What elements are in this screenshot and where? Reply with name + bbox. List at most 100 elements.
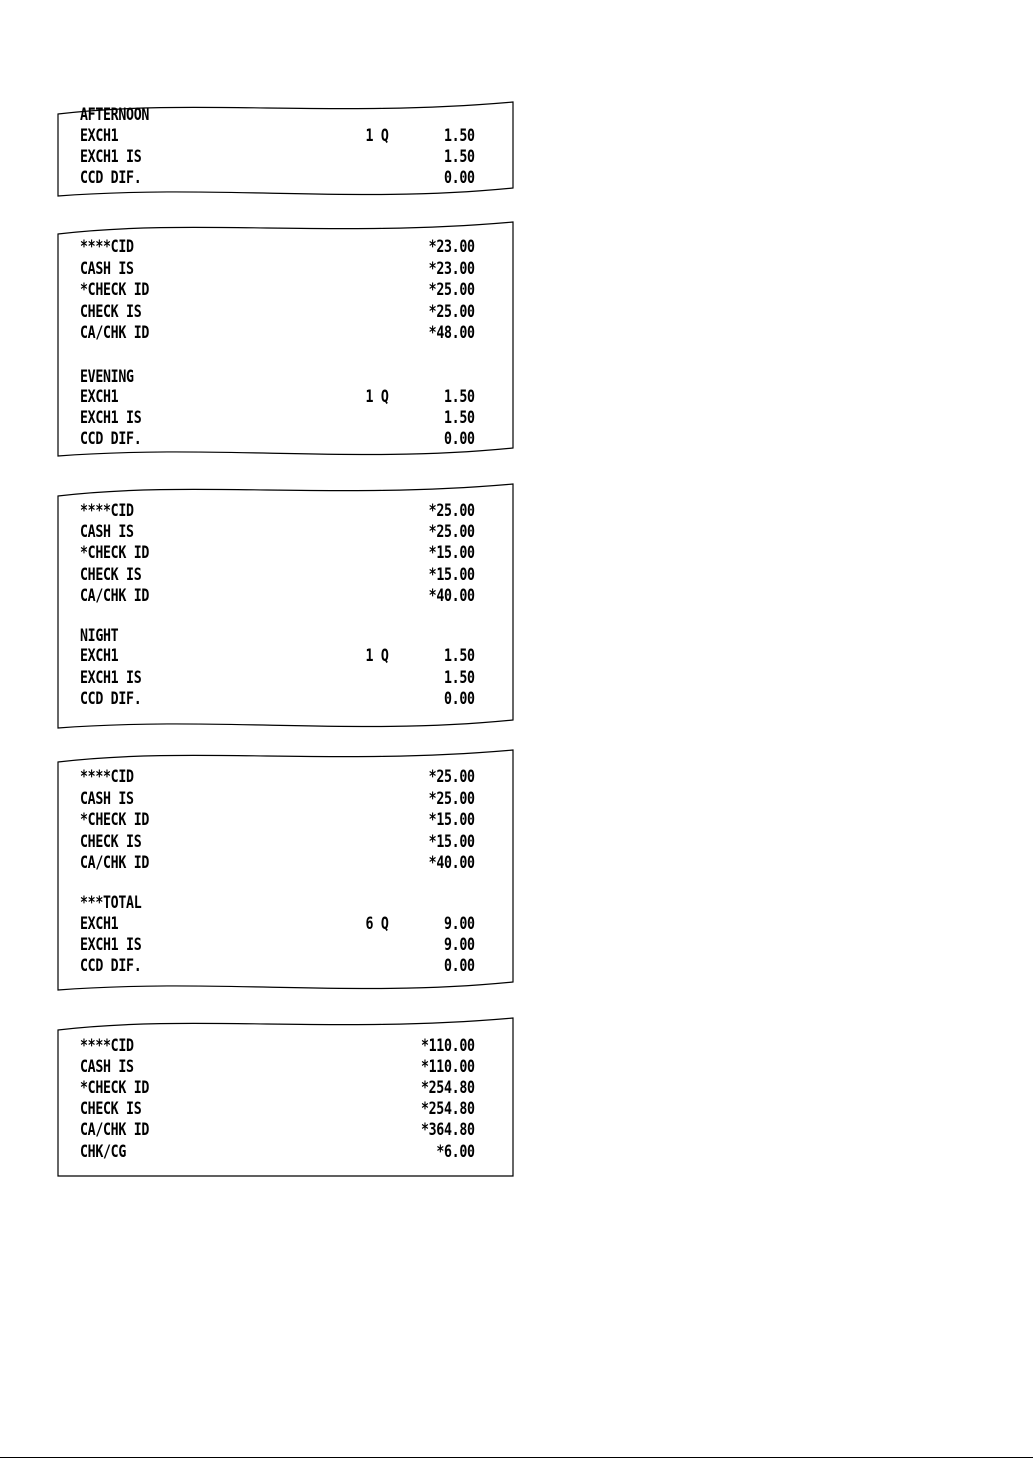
receipt-line: EXCH1 1 Q 1.50	[63, 126, 475, 147]
line-amount: *25.00	[428, 789, 475, 809]
line-label: CCD DIF.	[80, 689, 142, 709]
receipt-edge	[57, 221, 514, 457]
line-label: EXCH1	[80, 126, 119, 146]
line-label: *CHECK ID	[80, 280, 150, 300]
line-amount: 0.00	[443, 168, 475, 188]
line-quantity: 6 Q	[365, 914, 389, 934]
line-quantity: 1 Q	[365, 387, 389, 407]
receipt-paper-outline	[57, 483, 514, 729]
line-label: CASH IS	[80, 522, 134, 542]
receipt-line: *CHECK ID*254.80	[63, 1078, 475, 1099]
line-amount: *40.00	[428, 586, 475, 606]
receipt-line: CCD DIF. 0.00	[63, 956, 475, 977]
line-amount: *25.00	[428, 767, 475, 787]
line-label: CASH IS	[80, 259, 134, 279]
line-label: CHK/CG	[80, 1142, 127, 1162]
receipt-line: CA/CHK ID *48.00	[63, 323, 475, 344]
line-amount: *25.00	[428, 280, 475, 300]
line-label: EXCH1	[80, 914, 119, 934]
receipt-line: CA/CHK ID *40.00	[63, 853, 475, 874]
receipt-line: EXCH1 1 Q 1.50	[63, 387, 475, 408]
line-label: NIGHT	[80, 626, 119, 646]
line-label: AFTERNOON	[80, 105, 150, 125]
line-label: EXCH1 IS	[80, 408, 142, 428]
line-amount: *6.00	[436, 1142, 475, 1162]
line-amount: *25.00	[428, 302, 475, 322]
line-label: ****CID	[80, 501, 134, 521]
receipt-line: NIGHT	[63, 626, 418, 647]
receipt-line: CHECK IS*15.00	[63, 565, 475, 586]
line-label: CHECK IS	[80, 565, 142, 585]
line-label: CA/CHK ID	[80, 586, 150, 606]
receipt-line: CA/CHK ID *40.00	[63, 586, 475, 607]
line-amount: 0.00	[443, 956, 475, 976]
line-label: CASH IS	[80, 789, 134, 809]
receipt-line: *CHECK ID*15.00	[63, 810, 475, 831]
receipt-line: EXCH1 IS 1.50	[63, 147, 475, 168]
receipt-line: ***TOTAL	[63, 893, 418, 914]
line-label: EXCH1	[80, 646, 119, 666]
line-amount: 1.50	[443, 668, 475, 688]
receipt-line: CCD DIF.0.00	[63, 429, 475, 450]
receipt-paper-outline	[57, 749, 514, 991]
line-label: ***TOTAL	[80, 893, 142, 913]
line-label: CHECK IS	[80, 832, 142, 852]
receipt-line: *CHECK ID *25.00	[63, 280, 475, 301]
receipt-edge	[57, 101, 514, 197]
line-quantity: 1 Q	[365, 126, 389, 146]
line-amount: *254.80	[420, 1099, 475, 1119]
line-label: *CHECK ID	[80, 1078, 150, 1098]
line-label: CA/CHK ID	[80, 323, 150, 343]
line-amount: *25.00	[428, 522, 475, 542]
line-amount: 1.50	[443, 147, 475, 167]
receipt-paper-outline	[57, 221, 514, 457]
receipt-line: CHECK IS*254.80	[63, 1099, 475, 1120]
line-label: ****CID	[80, 1036, 134, 1056]
line-amount: 1.50	[443, 126, 475, 146]
receipt-line: CA/CHK ID *364.80	[63, 1120, 475, 1141]
receipt-line: AFTERNOON	[63, 105, 418, 126]
receipt-line: ****CID*25.00	[63, 767, 475, 788]
receipt-edge	[57, 749, 514, 991]
line-label: CCD DIF.	[80, 168, 142, 188]
line-amount: 1.50	[443, 408, 475, 428]
line-amount: *23.00	[428, 237, 475, 257]
receipt-line: ****CID*25.00	[63, 501, 475, 522]
line-label: *CHECK ID	[80, 810, 150, 830]
receipt-line: *CHECK ID*15.00	[63, 543, 475, 564]
line-label: CA/CHK ID	[80, 853, 150, 873]
line-label: EXCH1	[80, 387, 119, 407]
line-quantity: 1 Q	[365, 646, 389, 666]
line-amount: 9.00	[443, 935, 475, 955]
receipt-line: EVENING	[63, 367, 418, 388]
line-label: EXCH1 IS	[80, 935, 142, 955]
page-bottom-rule	[0, 1457, 1033, 1458]
line-amount: *110.00	[420, 1036, 475, 1056]
line-amount: 0.00	[443, 689, 475, 709]
receipt-line: EXCH1 IS 1.50	[63, 668, 475, 689]
receipt-edge	[57, 1017, 514, 1177]
line-amount: 0.00	[443, 429, 475, 449]
line-label: EXCH1 IS	[80, 668, 142, 688]
line-label: EXCH1 IS	[80, 147, 142, 167]
line-amount: *15.00	[428, 543, 475, 563]
line-amount: 1.50	[443, 387, 475, 407]
line-amount: 9.00	[443, 914, 475, 934]
line-amount: *48.00	[428, 323, 475, 343]
line-label: CA/CHK ID	[80, 1120, 150, 1140]
receipt-line: CASH IS*110.00	[63, 1057, 475, 1078]
receipt-paper-outline	[57, 1017, 514, 1177]
receipt-line: CASH IS *25.00	[63, 789, 475, 810]
line-label: ****CID	[80, 237, 134, 257]
receipt-line: ****CID *23.00	[63, 237, 475, 258]
receipt-line: EXCH1 IS 9.00	[63, 935, 475, 956]
line-amount: *364.80	[420, 1120, 475, 1140]
line-label: CCD DIF.	[80, 956, 142, 976]
line-amount: *40.00	[428, 853, 475, 873]
